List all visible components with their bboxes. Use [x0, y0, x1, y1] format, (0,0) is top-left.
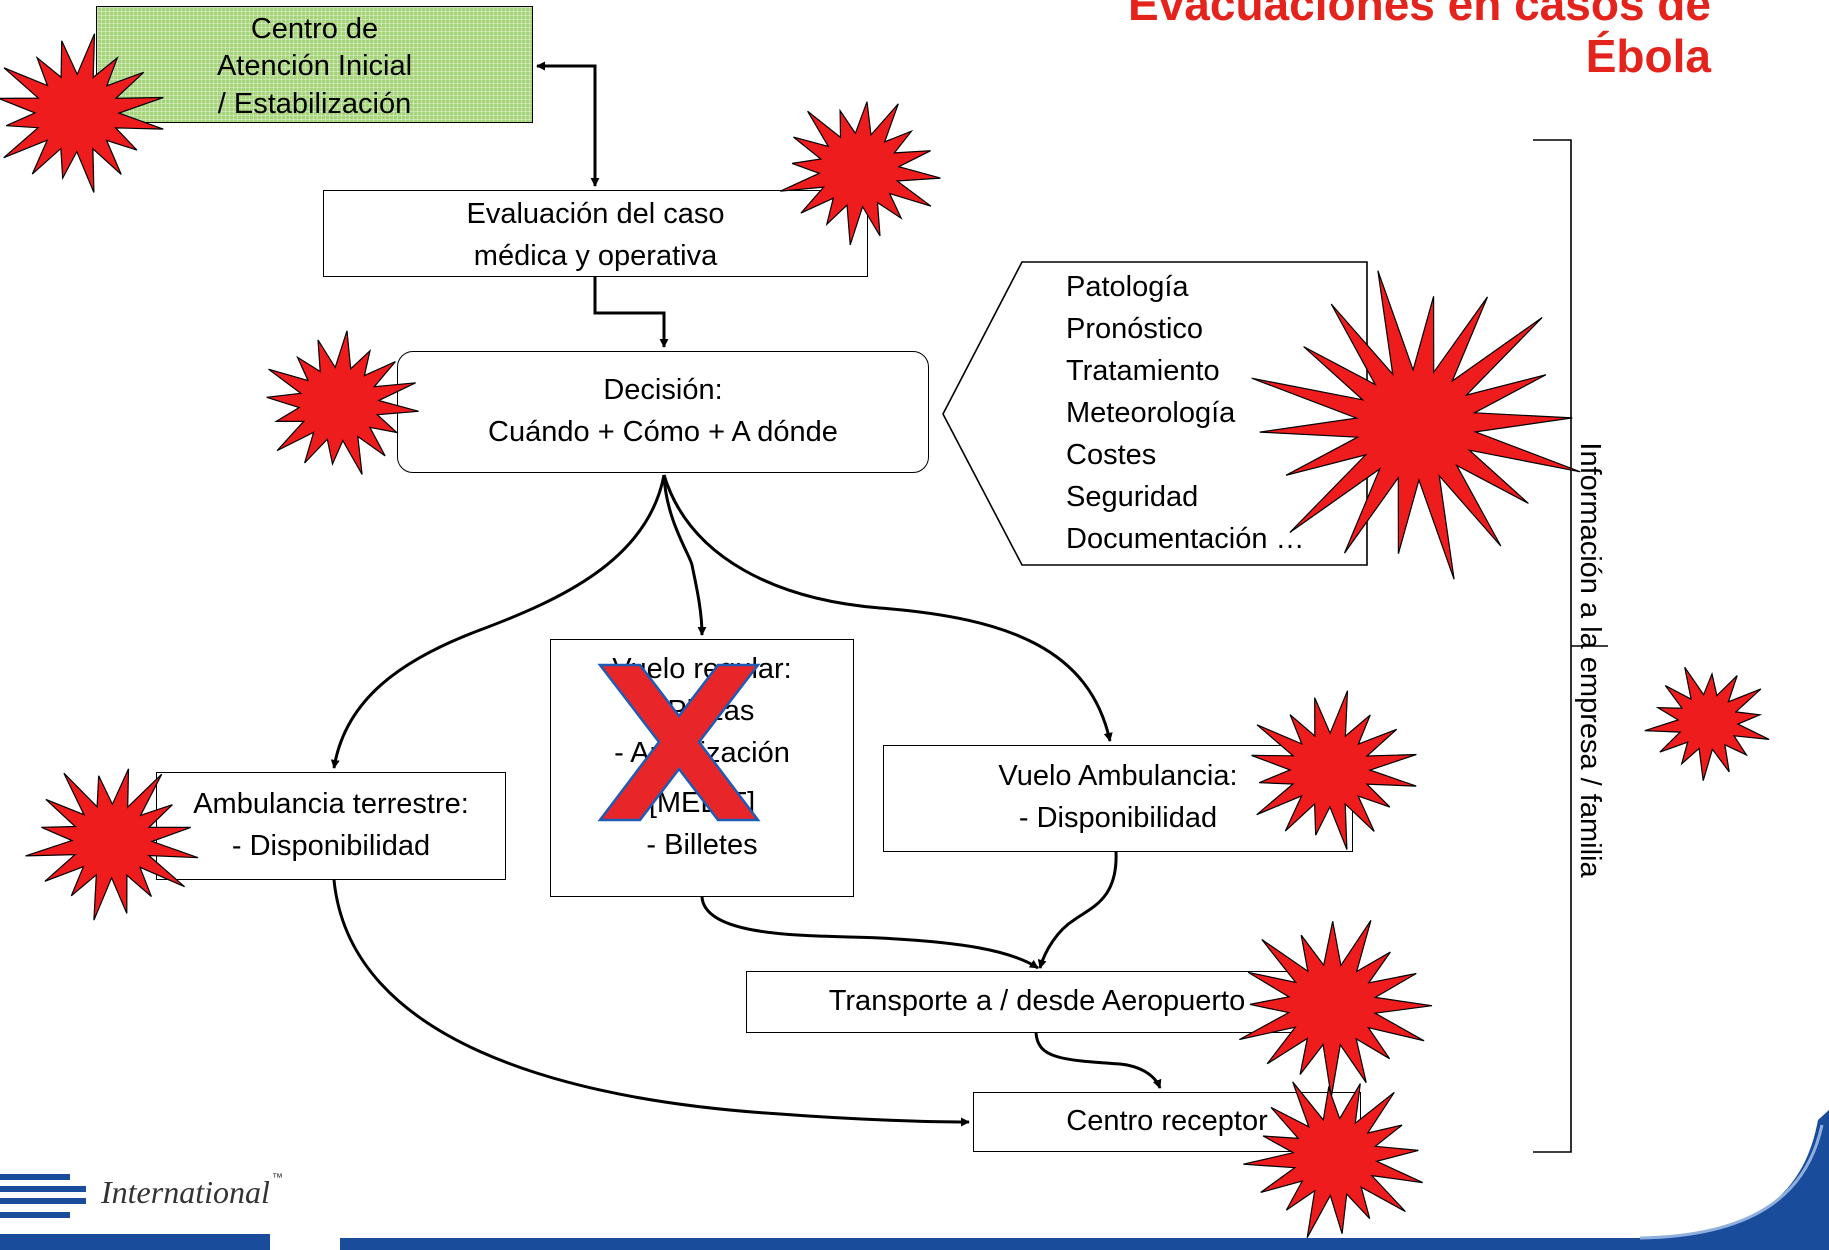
cancel-cross-icon — [597, 663, 761, 822]
red-star-burst-icon — [1251, 690, 1417, 850]
evaluation-line-2: médica y operativa — [473, 240, 718, 272]
red-star-burst-icon — [25, 768, 199, 921]
initial-center-box: Centro de Atención Inicial / Estabilizac… — [96, 6, 533, 123]
slide-title-line-1: Evacuaciones en casos de — [1128, 0, 1711, 30]
connector-eval-to-initial — [536, 61, 600, 187]
red-star-burst-icon — [1239, 919, 1433, 1098]
initial-center-line-3: / Estabilización — [217, 88, 412, 120]
receiving-center-line-1: Centro receptor — [1066, 1105, 1268, 1137]
footer-swoosh-highlight — [1639, 1124, 1824, 1240]
alert-stars — [0, 33, 1770, 1238]
red-star-burst-icon — [1644, 666, 1770, 781]
connector-ground-to-receiving — [332, 879, 970, 1127]
footer-swoosh — [340, 1110, 1829, 1250]
red-star-burst-icon — [266, 330, 419, 475]
red-star-burst-icon — [1251, 270, 1581, 580]
airport-transport-line-1: Transporte a / desde Aeropuerto — [828, 985, 1246, 1017]
factor-item: Patología — [1066, 271, 1189, 303]
factor-item: Tratamiento — [1066, 355, 1220, 387]
connector-decision-to-regular — [662, 474, 707, 636]
decision-line-1: Decisión: — [603, 374, 723, 406]
connector-decision-to-ground — [330, 474, 666, 769]
connector-regular-to-transport — [700, 896, 1039, 970]
connector-transport-to-receiving — [1034, 1032, 1162, 1089]
factor-item: Documentación … — [1066, 523, 1305, 555]
red-star-burst-icon — [780, 101, 941, 246]
connector-eval-to-decision — [593, 277, 669, 348]
airport-transport-box: Transporte a / desde Aeropuerto — [746, 971, 1328, 1033]
air-ambulance-line-2: - Disponibilidad — [1018, 802, 1218, 834]
red-star-burst-icon — [1243, 1081, 1423, 1238]
logo-wordmark: International — [101, 1174, 270, 1210]
initial-center-line-1: Centro de — [250, 13, 379, 45]
decision-factors-list: Patología Pronóstico Tratamiento Meteoro… — [1066, 266, 1305, 560]
regular-flight-line-5: - Billetes — [646, 829, 758, 861]
connector-decision-to-air — [662, 474, 1113, 742]
factor-item: Costes — [1066, 439, 1157, 471]
logo-stripes-icon — [0, 1174, 270, 1250]
factor-item: Meteorología — [1066, 397, 1236, 429]
decision-box: Decisión: Cuándo + Cómo + A dónde — [397, 351, 929, 473]
air-ambulance-line-1: Vuelo Ambulancia: — [998, 760, 1238, 792]
slide-title-line-2: Ébola — [1585, 30, 1711, 82]
ground-ambulance-line-1: Ambulancia terrestre: — [193, 788, 469, 820]
initial-center-line-2: Atención Inicial — [216, 50, 413, 82]
red-star-burst-icon — [0, 33, 164, 193]
decision-line-2: Cuándo + Cómo + A dónde — [488, 416, 838, 448]
info-bracket — [1533, 139, 1608, 1153]
factor-item: Pronóstico — [1066, 313, 1204, 345]
factors-callout-shape — [942, 261, 1368, 566]
evaluation-line-1: Evaluación del caso — [466, 198, 725, 230]
connector-air-to-transport — [1037, 851, 1118, 969]
slide-title: Evacuaciones en casos de Ébola — [1128, 0, 1711, 82]
logo-trademark: ™ — [272, 1172, 283, 1184]
evaluation-box: Evaluación del caso médica y operativa — [323, 190, 868, 277]
ground-ambulance-box: Ambulancia terrestre: - Disponibilidad — [156, 772, 506, 880]
ground-ambulance-line-2: - Disponibilidad — [231, 830, 431, 862]
factor-item: Seguridad — [1066, 481, 1199, 513]
